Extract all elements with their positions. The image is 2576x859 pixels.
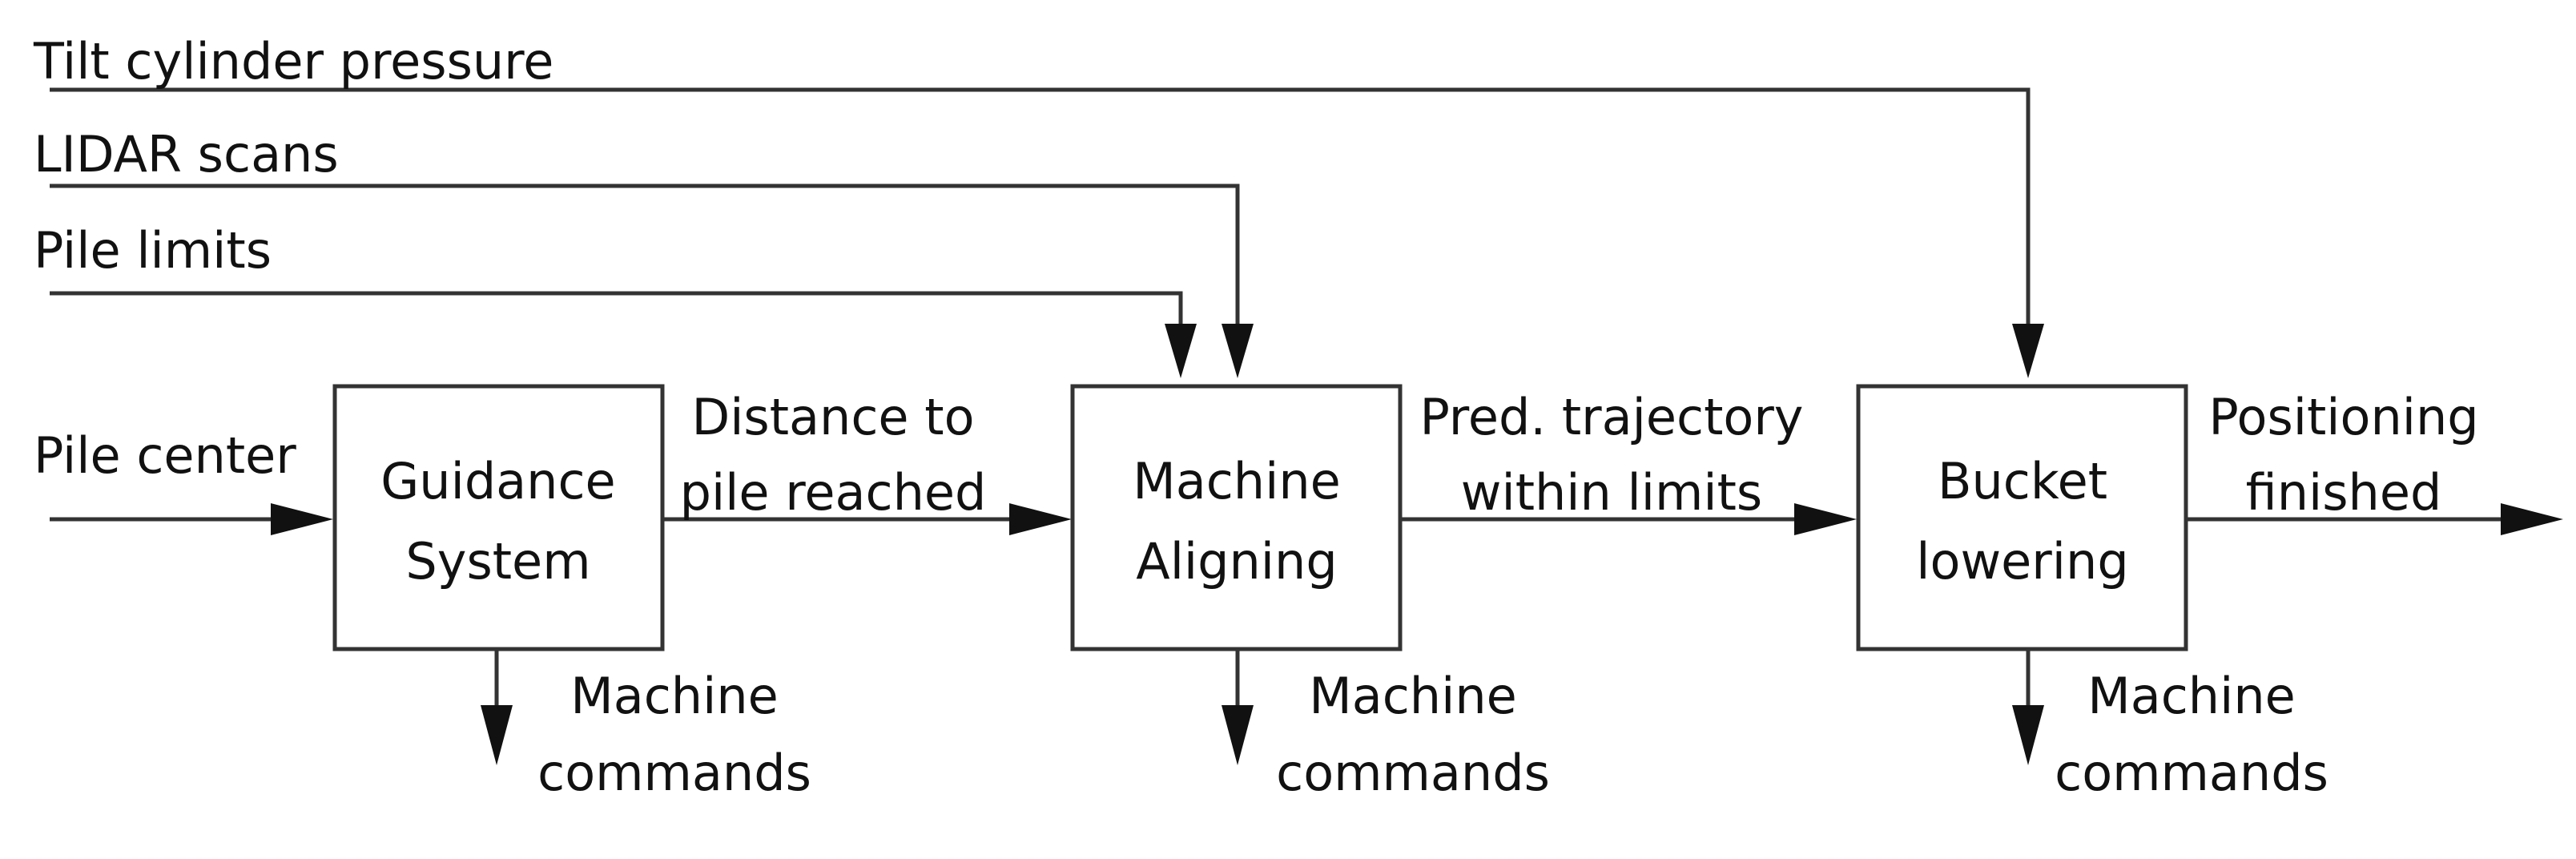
guidance-output-label-line1: Machine — [570, 667, 779, 725]
guidance-output-arrowhead — [481, 705, 513, 765]
lowering-output-label-line1: Machine — [2087, 667, 2296, 725]
lidar-scans-line — [50, 183, 1240, 337]
lowering-block-label-line1: Bucket — [1938, 452, 2107, 510]
guidance-output-label-line2: commands — [537, 744, 811, 802]
distance-arrowhead — [1009, 503, 1072, 535]
lowering-output-label-line2: commands — [2055, 744, 2328, 802]
pile-limits-label: Pile limits — [34, 221, 272, 280]
aligning-block-label-line1: Machine — [1133, 452, 1341, 510]
aligning-output-label-line1: Machine — [1309, 667, 1517, 725]
guidance-block-label-line1: Guidance — [380, 452, 615, 510]
guidance-system-block — [332, 384, 665, 651]
tilt-pressure-arrowhead — [2012, 324, 2044, 378]
positioning-arrowhead — [2501, 503, 2563, 535]
guidance-block-label-line2: System — [405, 532, 590, 591]
pile-limits-arrowhead — [1165, 324, 1197, 378]
aligning-output-label-line2: commands — [1276, 744, 1550, 802]
distance-label-line1: Distance to — [691, 388, 974, 446]
aligning-block-label-line2: Aligning — [1136, 532, 1337, 591]
lidar-scans-arrowhead — [1222, 324, 1254, 378]
pile-center-arrowhead — [271, 503, 333, 535]
tilt-pressure-line — [50, 87, 2031, 337]
trajectory-label-line1: Pred. trajectory — [1419, 388, 1803, 446]
lidar-scans-label: LIDAR scans — [34, 125, 339, 183]
bucket-lowering-block — [1856, 384, 2188, 651]
pile-limits-line — [50, 291, 1183, 337]
positioning-label-line2: finished — [2246, 463, 2442, 522]
distance-label-line2: pile reached — [680, 463, 987, 522]
positioning-label-line1: Positioning — [2208, 388, 2478, 446]
lowering-output-arrowhead — [2012, 705, 2044, 765]
machine-aligning-block — [1070, 384, 1403, 651]
lowering-block-label-line2: lowering — [1916, 532, 2128, 591]
pile-center-label: Pile center — [34, 426, 296, 485]
trajectory-label-line2: within limits — [1461, 463, 1762, 522]
aligning-output-arrowhead — [1222, 705, 1254, 765]
tilt-pressure-label: Tilt cylinder pressure — [33, 32, 553, 91]
trajectory-arrowhead — [1794, 503, 1857, 535]
